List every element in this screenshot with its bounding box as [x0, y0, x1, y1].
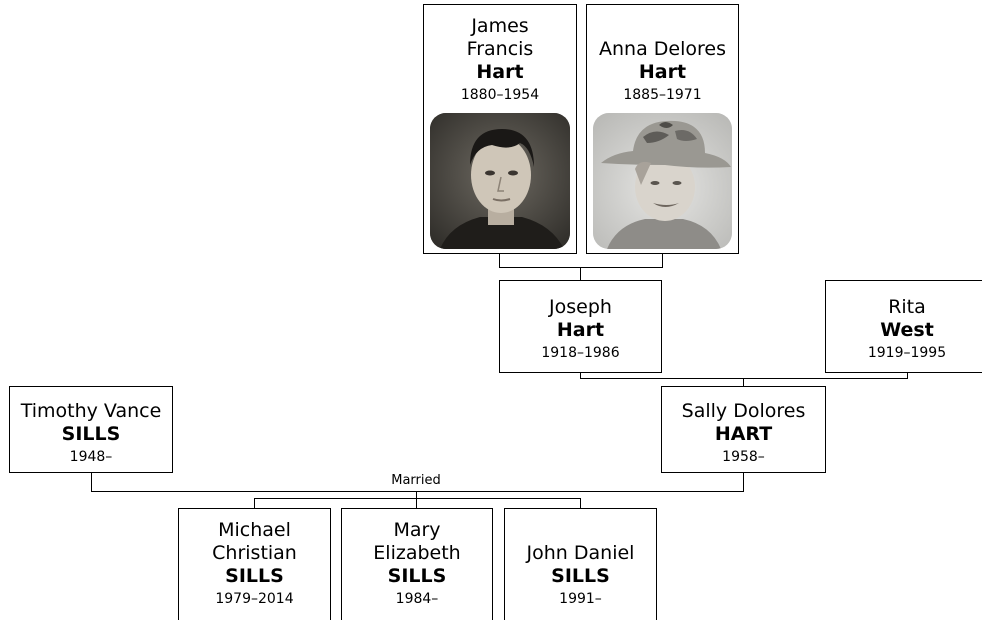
surname: SILLS [551, 565, 610, 587]
given-name: Elizabeth [373, 542, 461, 564]
portrait-photo [430, 113, 570, 249]
surname: SILLS [387, 565, 447, 587]
life-dates: 1918–1986 [541, 345, 620, 361]
person-card-rita[interactable]: Rita West 1919–1995 [825, 280, 982, 373]
person-card-mary[interactable]: Mary Elizabeth SILLS 1984– [341, 508, 493, 620]
life-dates: 1885–1971 [623, 87, 702, 103]
life-dates: 1919–1995 [867, 345, 947, 361]
life-dates: 1958– [722, 449, 765, 465]
given-name: Mary [393, 519, 441, 541]
given-name: Rita [888, 296, 926, 318]
given-name: John Daniel [526, 542, 635, 564]
life-dates: 1984– [395, 591, 439, 607]
life-dates: 1948– [69, 449, 113, 465]
surname: Hart [556, 319, 605, 341]
person-card-michael[interactable]: Michael Christian SILLS 1979–2014 [178, 508, 331, 620]
given-name: Francis [466, 38, 534, 60]
surname: West [880, 319, 934, 341]
surname: HART [714, 423, 773, 445]
surname: Hart [476, 61, 524, 83]
portrait-photo [593, 113, 732, 249]
given-name: Timothy Vance [20, 400, 162, 422]
married-label: Married [391, 473, 441, 488]
surname: SILLS [225, 565, 284, 587]
given-name: Joseph [549, 296, 612, 318]
person-card-anna[interactable]: Anna Delores Hart 1885–1971 [586, 4, 739, 254]
person-card-sally[interactable]: Sally Dolores HART 1958– [661, 386, 826, 473]
person-card-joseph[interactable]: Joseph Hart 1918–1986 [499, 280, 662, 373]
person-card-timothy[interactable]: Timothy Vance SILLS 1948– [9, 386, 173, 473]
given-name: Sally Dolores [681, 400, 806, 422]
life-dates: 1880–1954 [460, 87, 540, 103]
given-name: James [471, 15, 529, 37]
surname: SILLS [61, 423, 121, 445]
person-card-james[interactable]: James Francis Hart 1880–1954 [423, 4, 577, 254]
given-name: Michael [218, 519, 291, 541]
given-name: Christian [212, 542, 297, 564]
life-dates: 1991– [559, 591, 602, 607]
life-dates: 1979–2014 [215, 591, 294, 607]
person-card-john[interactable]: John Daniel SILLS 1991– [504, 508, 657, 620]
given-name: Anna Delores [599, 38, 726, 60]
surname: Hart [638, 61, 687, 83]
